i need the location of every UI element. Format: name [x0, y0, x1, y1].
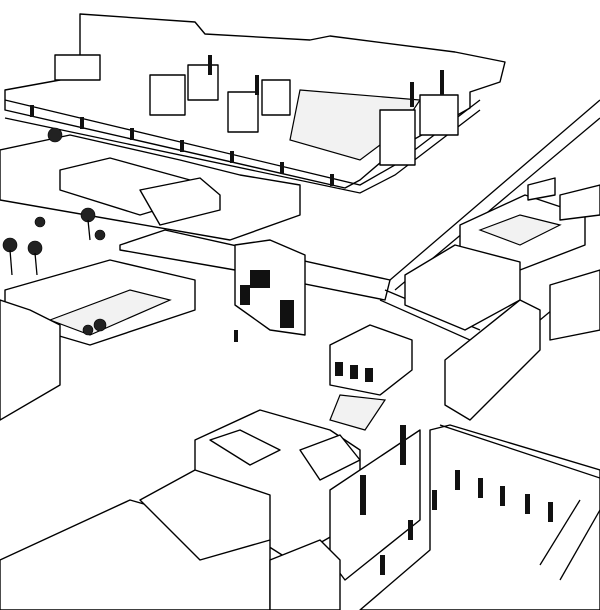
- central-house: [330, 325, 412, 430]
- large-block-bottom-left: [0, 470, 340, 610]
- courtyard-building-left: [0, 260, 195, 420]
- wall-buttresses: [30, 105, 334, 186]
- figure: [234, 330, 238, 342]
- temple-pylons: [55, 55, 458, 165]
- houses-with-garden: [0, 128, 300, 275]
- statues: [380, 470, 553, 575]
- temple-court-with-statues: [360, 425, 600, 610]
- bridge-and-window-of-appearance: [120, 230, 480, 350]
- great-temple-enclosure: [5, 14, 505, 193]
- palm-trees: [3, 128, 105, 275]
- right-buildings: [405, 178, 600, 420]
- houses-lower-center: [195, 410, 420, 580]
